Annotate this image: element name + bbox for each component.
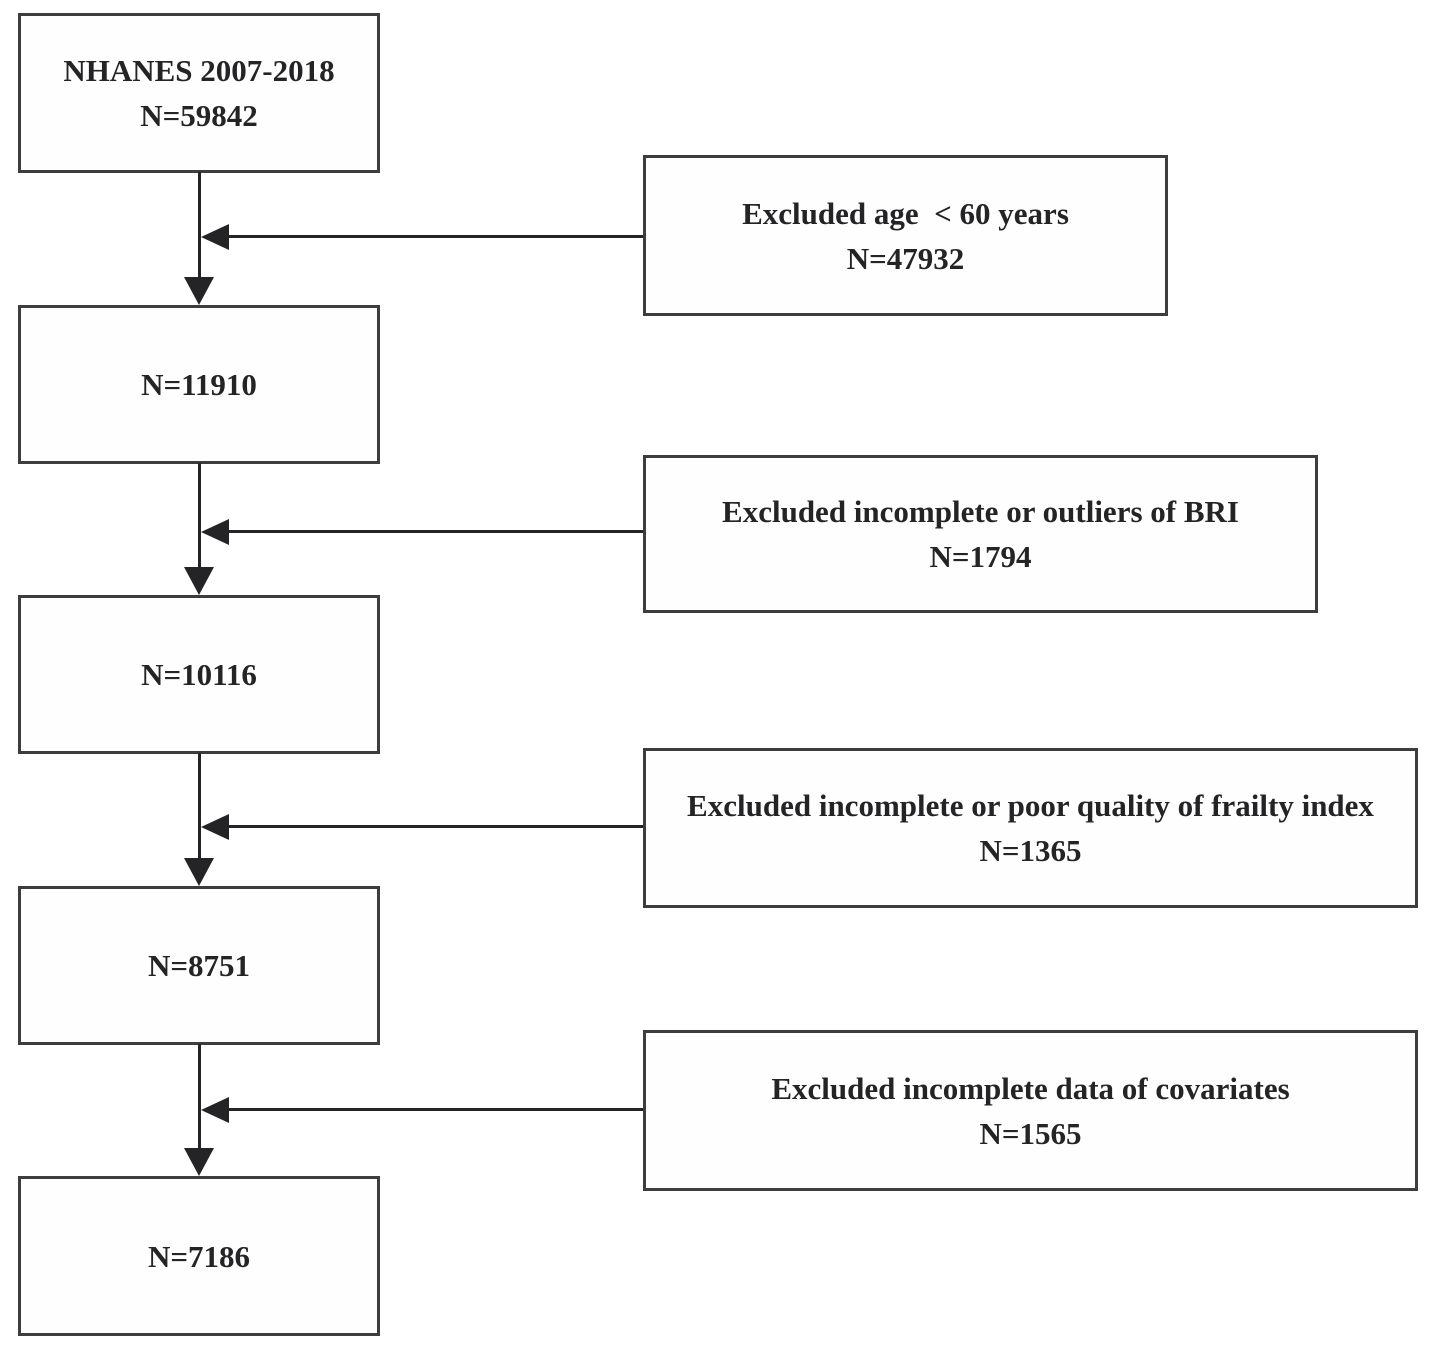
cohort-box-count: N=10116 — [141, 657, 257, 692]
exclusion-box-frailty-index: Excluded incomplete or poor quality of f… — [643, 748, 1418, 908]
cohort-box-final-sample: N=7186 — [18, 1176, 380, 1336]
cohort-box-nhanes-total: NHANES 2007-2018 N=59842 — [18, 13, 380, 173]
left-arrow-shaft-1 — [227, 235, 643, 238]
exclusion-label: Excluded age < 60 years — [742, 195, 1069, 231]
left-arrowhead-icon-1 — [201, 224, 229, 250]
cohort-box-after-frailty-exclusion: N=8751 — [18, 886, 380, 1045]
down-arrow-shaft-3 — [198, 753, 201, 863]
left-arrow-shaft-2 — [227, 530, 643, 533]
down-arrow-shaft-2 — [198, 463, 201, 573]
down-arrowhead-icon-2 — [184, 567, 214, 595]
cohort-box-count: N=8751 — [147, 948, 251, 983]
left-arrowhead-icon-4 — [201, 1097, 229, 1123]
exclusion-count: N=1365 — [979, 833, 1082, 868]
cohort-box-after-bri-exclusion: N=10116 — [18, 595, 380, 754]
left-arrow-shaft-4 — [227, 1108, 643, 1111]
exclusion-label: Excluded incomplete or poor quality of f… — [687, 788, 1374, 823]
exclusion-label: Excluded incomplete or outliers of BRI — [722, 494, 1239, 529]
cohort-box-after-age-exclusion: N=11910 — [18, 305, 380, 464]
cohort-box-count: N=11910 — [141, 367, 257, 402]
left-arrow-shaft-3 — [227, 825, 643, 828]
down-arrowhead-icon-4 — [184, 1148, 214, 1176]
exclusion-count: N=1565 — [979, 1115, 1082, 1151]
down-arrow-shaft-4 — [198, 1044, 201, 1154]
exclusion-count: N=47932 — [846, 240, 965, 276]
cohort-box-title: NHANES 2007-2018 — [63, 53, 335, 88]
exclusion-box-age: Excluded age < 60 years N=47932 — [643, 155, 1168, 316]
exclusion-label: Excluded incomplete data of covariates — [771, 1070, 1290, 1106]
down-arrow-shaft-1 — [198, 172, 201, 284]
exclusion-box-covariates: Excluded incomplete data of covariates N… — [643, 1030, 1418, 1191]
cohort-box-count: N=7186 — [147, 1238, 251, 1274]
down-arrowhead-icon-3 — [184, 858, 214, 886]
exclusion-box-bri: Excluded incomplete or outliers of BRI N… — [643, 455, 1318, 613]
down-arrowhead-icon-1 — [184, 277, 214, 305]
exclusion-count: N=1794 — [929, 539, 1032, 574]
left-arrowhead-icon-3 — [201, 814, 229, 840]
left-arrowhead-icon-2 — [201, 519, 229, 545]
cohort-box-count: N=59842 — [140, 98, 258, 133]
